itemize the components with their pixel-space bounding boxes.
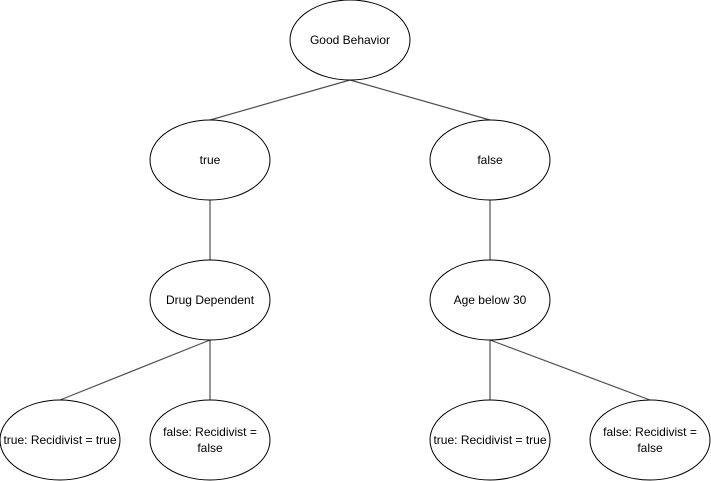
leaf-age-below-30-false[interactable]: false: Recidivist = false (589, 399, 711, 481)
node-drug-dependent[interactable]: Drug Dependent (149, 259, 271, 341)
leaf-drug-dependent-false[interactable]: false: Recidivist = false (149, 399, 271, 481)
leaf-drug-dependent-true[interactable]: true: Recidivist = true (0, 399, 121, 481)
edge-drug-dependent-leaf-true (59, 339, 211, 401)
node-label: Drug Dependent (166, 293, 255, 307)
node-label-line-1: false: Recidivist = (163, 425, 257, 439)
node-label-line-2: false (197, 441, 223, 455)
node-label: Good Behavior (310, 33, 390, 47)
node-shape (149, 119, 271, 201)
leaf-age-below-30-true[interactable]: true: Recidivist = true (429, 399, 551, 481)
node-good-behavior[interactable]: Good Behavior (289, 0, 411, 81)
node-label-line-1: false: Recidivist = (603, 425, 697, 439)
edges (59, 79, 651, 401)
node-label: false (477, 153, 503, 167)
node-shape (289, 0, 411, 81)
node-shape (149, 399, 271, 481)
node-label: Age below 30 (454, 293, 527, 307)
node-shape (589, 399, 711, 481)
node-shape (0, 399, 121, 481)
node-label-line-2: false (637, 441, 663, 455)
node-true[interactable]: true (149, 119, 271, 201)
node-label-line-1: true: Recidivist = true (3, 433, 116, 447)
edge-root-false (349, 79, 491, 121)
node-label: true (200, 153, 221, 167)
node-shape (149, 259, 271, 341)
edge-root-true (209, 79, 351, 121)
node-label-line-1: true: Recidivist = true (433, 433, 546, 447)
node-age-below-30[interactable]: Age below 30 (429, 259, 551, 341)
edge-age-leaf-false (489, 339, 651, 401)
node-false[interactable]: false (429, 119, 551, 201)
node-shape (429, 399, 551, 481)
node-shape (429, 119, 551, 201)
node-shape (429, 259, 551, 341)
